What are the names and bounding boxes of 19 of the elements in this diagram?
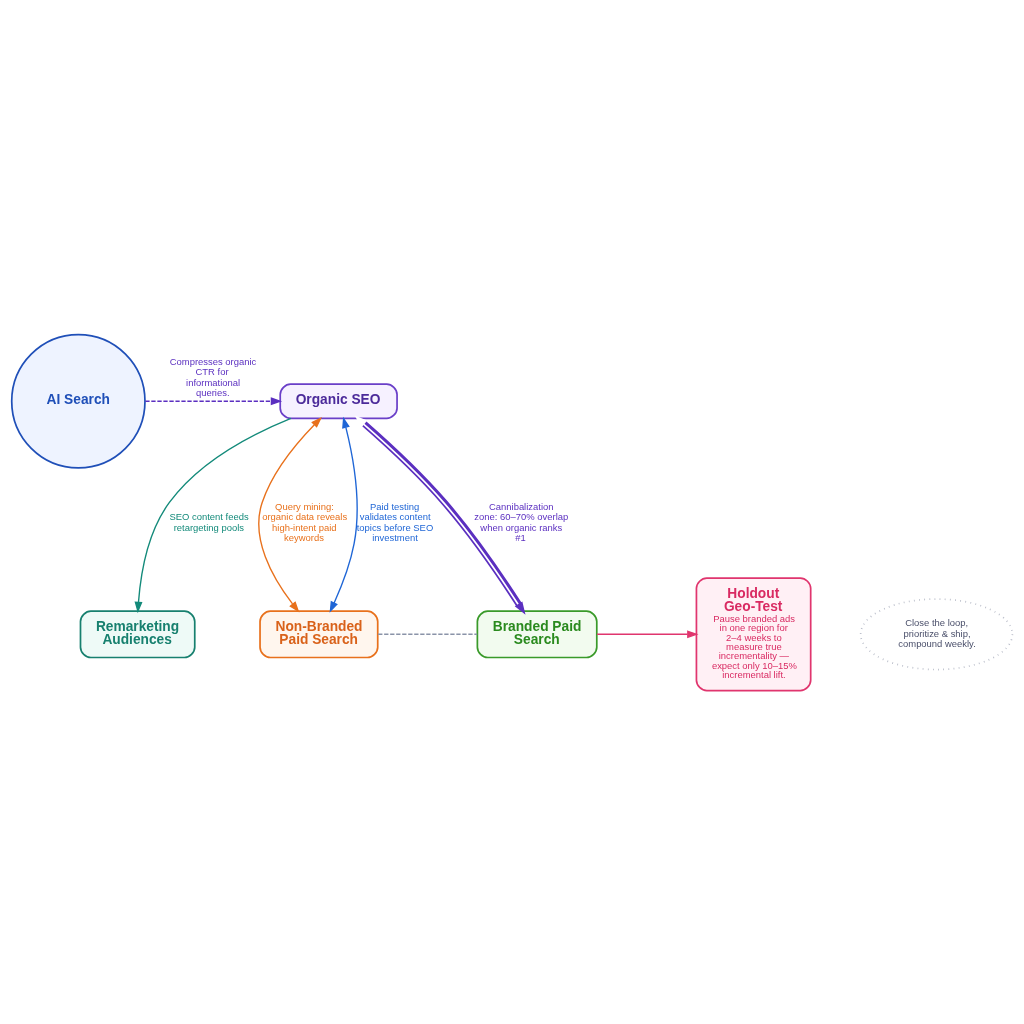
node-circle: AI Search — [10, 333, 146, 469]
arrow — [258, 416, 323, 613]
edge-label: Paid testing validates content topics before SEO investment — [356, 500, 434, 543]
node-box: Holdout Geo-Test Pause branded ads in one region for 2–4 weeks to measure true incrementality — expect only 10–15% incremental lift. — [695, 576, 812, 691]
edge-label: Compresses organic CTR for informational queries. — [169, 355, 257, 398]
node-box: Branded Paid Search — [476, 609, 598, 658]
arrow — [144, 396, 283, 405]
connector — [377, 633, 478, 635]
arrow — [329, 416, 358, 613]
node-box: Organic SEO — [279, 382, 398, 419]
edge-label: SEO content feeds retargeting pools — [169, 510, 249, 533]
node-box: Non-Branded Paid Search — [259, 609, 379, 658]
edge-label: Cannibalization zone: 60–70% overlap when organic ranks #1 — [474, 500, 569, 543]
arrow — [134, 417, 292, 613]
arrow — [354, 415, 526, 615]
node-box: Remarketing Audiences — [79, 609, 196, 658]
arrow — [596, 629, 699, 638]
edge-label: Query mining: organic data reveals high-intent paid keywords — [262, 500, 348, 543]
node-ellipse: Close the loop, prioritize & ship, compound weekly. — [859, 597, 1014, 670]
